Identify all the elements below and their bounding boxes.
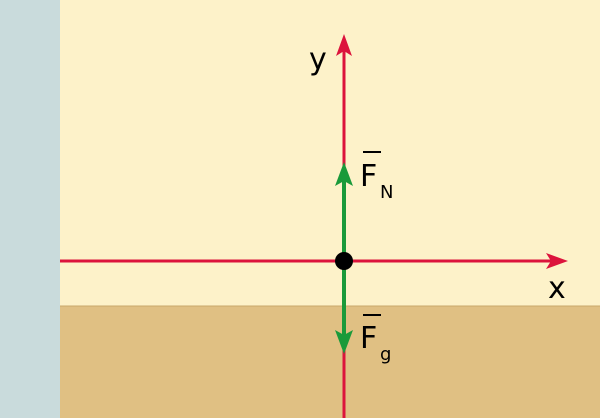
gravity-force-label: F bbox=[360, 321, 377, 356]
background-area bbox=[60, 0, 600, 306]
gravity-force-subscript: g bbox=[380, 344, 391, 365]
y-axis-arrowhead bbox=[336, 34, 352, 56]
normal-force-subscript: N bbox=[380, 182, 393, 203]
x-axis-arrowhead bbox=[546, 253, 568, 269]
origin-point bbox=[335, 252, 353, 270]
x-axis-label: x bbox=[548, 271, 566, 306]
wall bbox=[0, 0, 60, 418]
normal-force-arrowhead bbox=[335, 162, 353, 186]
y-axis-label: y bbox=[309, 42, 327, 77]
ground-surface bbox=[60, 306, 600, 418]
gravity-force-arrowhead bbox=[335, 330, 353, 354]
normal-force-label: F bbox=[360, 159, 377, 194]
